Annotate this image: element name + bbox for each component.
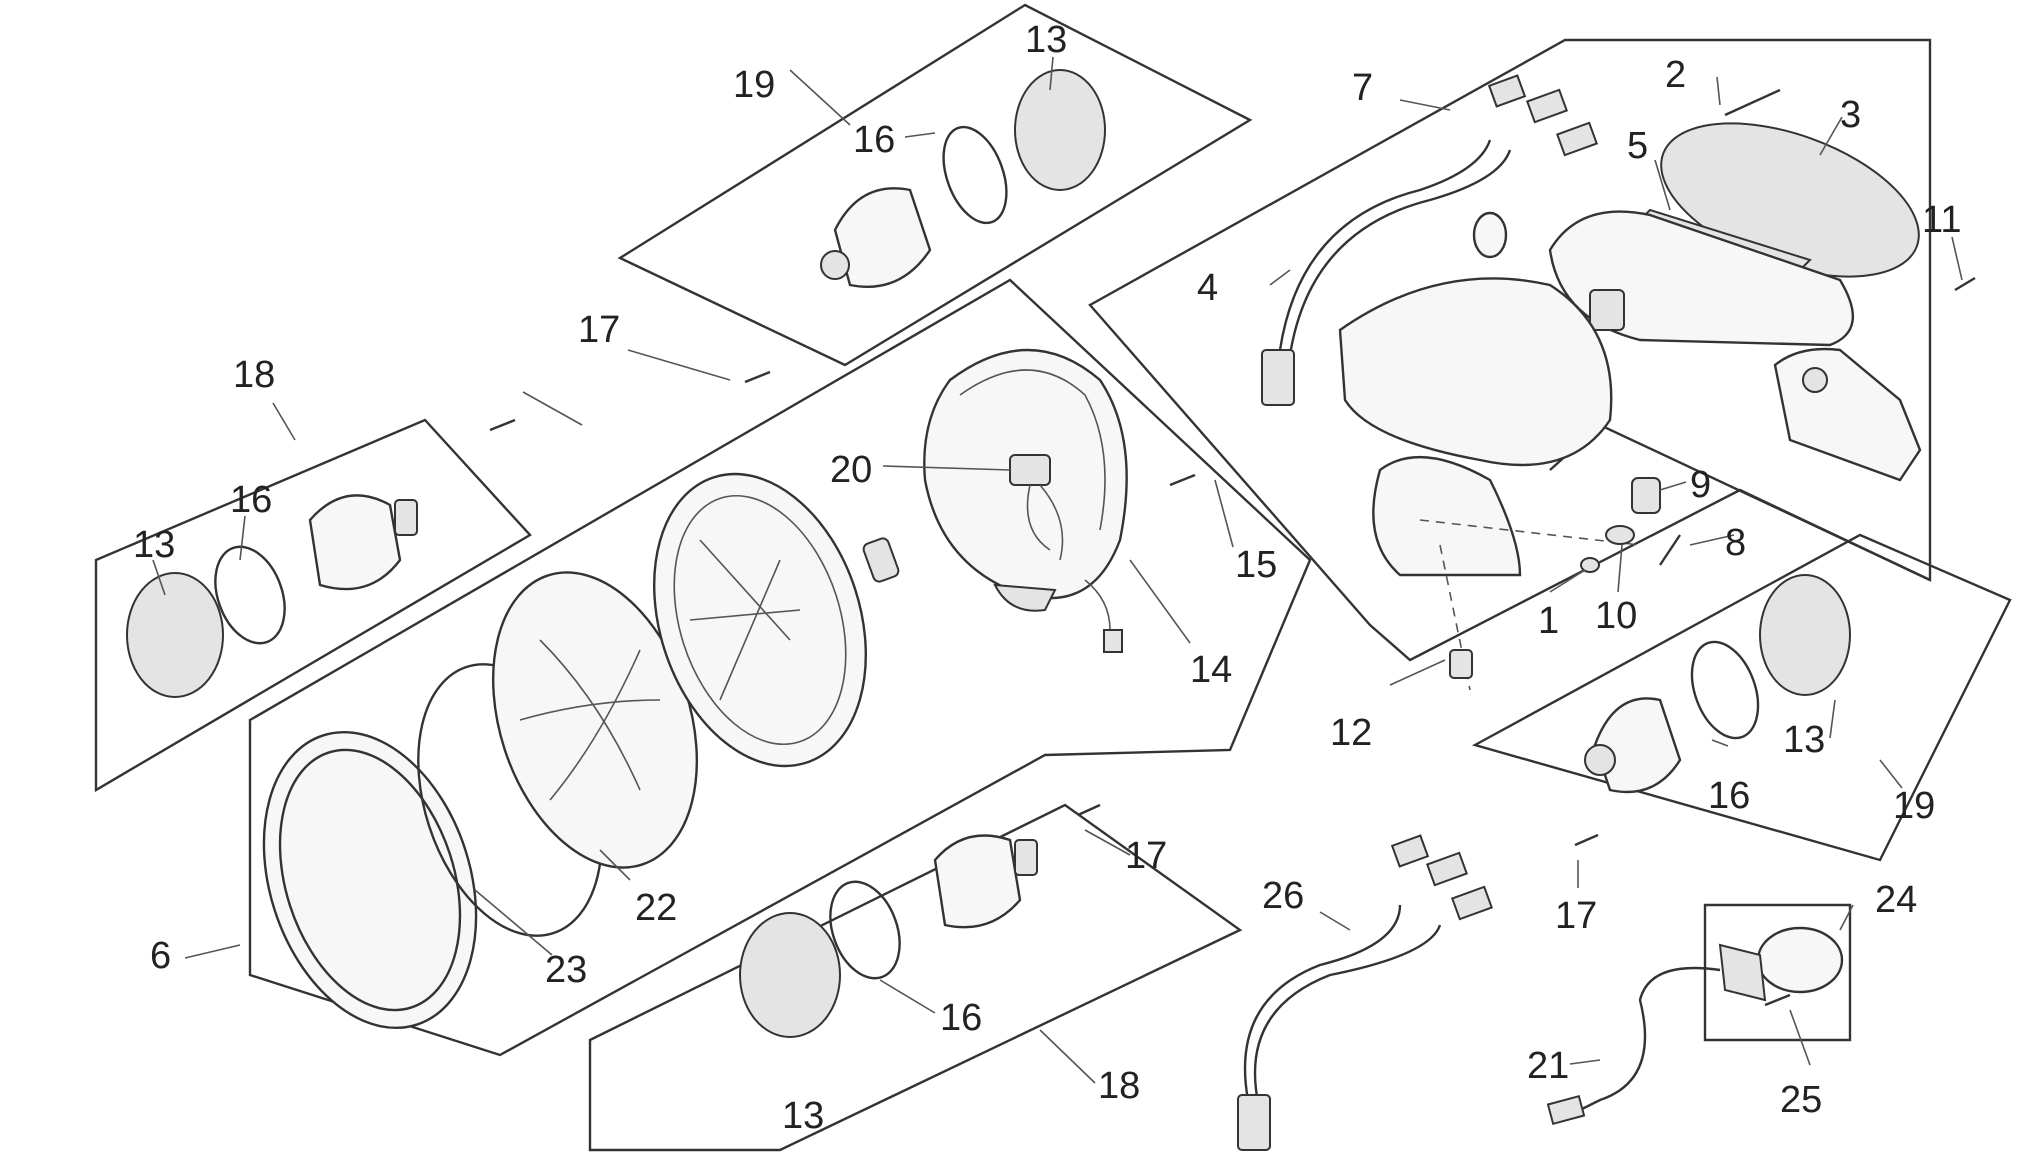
bottom-turn-signal-ring — [829, 880, 901, 980]
callout-13-bottom: 13 — [782, 1095, 824, 1137]
left-turn-signal-housing — [308, 494, 402, 591]
callout-24: 24 — [1875, 879, 1917, 921]
tail-light-bulb — [1472, 211, 1508, 259]
callout-23: 23 — [545, 949, 587, 991]
frame-right-turn-signal — [1471, 533, 2012, 862]
callout-7: 7 — [1352, 67, 1373, 109]
harness-and-lamp-parts — [1237, 834, 1844, 1151]
callout-10: 10 — [1595, 595, 1637, 637]
top-turn-signal-housing — [833, 187, 932, 288]
top-turn-signal-ring — [942, 125, 1008, 225]
tail-light-housing — [1338, 277, 1613, 467]
callout-16-bottom: 16 — [940, 997, 982, 1039]
harness-21-connector — [1546, 1094, 1586, 1126]
callout-19-top: 19 — [733, 64, 775, 106]
tail-light-parts — [1261, 74, 1976, 691]
frame-top-turn-signal — [617, 3, 1253, 367]
right-turn-signal-ring — [1690, 640, 1760, 740]
callout-18-bottom: 18 — [1098, 1065, 1140, 1107]
callout-20: 20 — [830, 449, 872, 491]
tail-light-bracket — [1773, 347, 1922, 482]
callout-25: 25 — [1780, 1079, 1822, 1121]
callout-2: 2 — [1665, 54, 1686, 96]
callout-16-top: 16 — [853, 119, 895, 161]
headlight-trim-ring — [262, 730, 478, 1030]
right-turn-signal-lens — [1759, 574, 1851, 696]
callout-16-left: 16 — [230, 479, 272, 521]
frame-left-turn-signal — [94, 418, 532, 793]
callout-8: 8 — [1725, 522, 1746, 564]
callout-18-left: 18 — [233, 354, 275, 396]
callout-13-top: 13 — [1025, 19, 1067, 61]
headlight-socket — [1009, 454, 1051, 486]
top-turn-signal-lens — [1014, 69, 1106, 191]
callout-15: 15 — [1235, 544, 1277, 586]
license-lamp-lens — [1756, 926, 1844, 994]
callout-labels: 1 2 3 4 5 6 7 8 9 10 11 12 13 13 13 13 1… — [133, 19, 1961, 1137]
bottom-turn-signal-housing — [933, 834, 1022, 929]
callout-16-right: 16 — [1708, 775, 1750, 817]
left-turn-signal-lens — [126, 572, 224, 698]
callout-1: 1 — [1538, 600, 1559, 642]
callout-14: 14 — [1190, 649, 1232, 691]
callout-17-bottom: 17 — [1125, 835, 1167, 877]
callout-26: 26 — [1262, 875, 1304, 917]
callout-12: 12 — [1330, 712, 1372, 754]
frame-license-lamp — [1703, 903, 1852, 1042]
right-turn-signal-housing — [1593, 697, 1682, 794]
headlight-bulb — [862, 537, 900, 583]
headlight-parts — [262, 348, 1196, 1030]
callout-11: 11 — [1922, 199, 1961, 241]
turn-signal-parts — [126, 69, 1851, 1038]
left-turn-signal-ring — [214, 545, 286, 645]
callout-9: 9 — [1690, 464, 1711, 506]
frame-headlight — [248, 278, 1312, 1057]
callout-21: 21 — [1527, 1045, 1569, 1087]
bottom-turn-signal-lens — [739, 912, 841, 1038]
callout-17-right: 17 — [1555, 895, 1597, 937]
callout-4: 4 — [1197, 267, 1218, 309]
callout-22: 22 — [635, 887, 677, 929]
callout-13-left: 13 — [133, 524, 175, 566]
callout-5: 5 — [1627, 125, 1648, 167]
harness-26-connector — [1237, 1094, 1271, 1151]
callout-19-right: 19 — [1893, 785, 1935, 827]
callout-3: 3 — [1840, 94, 1861, 136]
leader-lines — [152, 56, 1963, 1084]
callout-6: 6 — [150, 935, 171, 977]
bolt-9 — [1631, 477, 1661, 514]
callout-17-top: 17 — [578, 309, 620, 351]
callout-13-right: 13 — [1783, 719, 1825, 761]
